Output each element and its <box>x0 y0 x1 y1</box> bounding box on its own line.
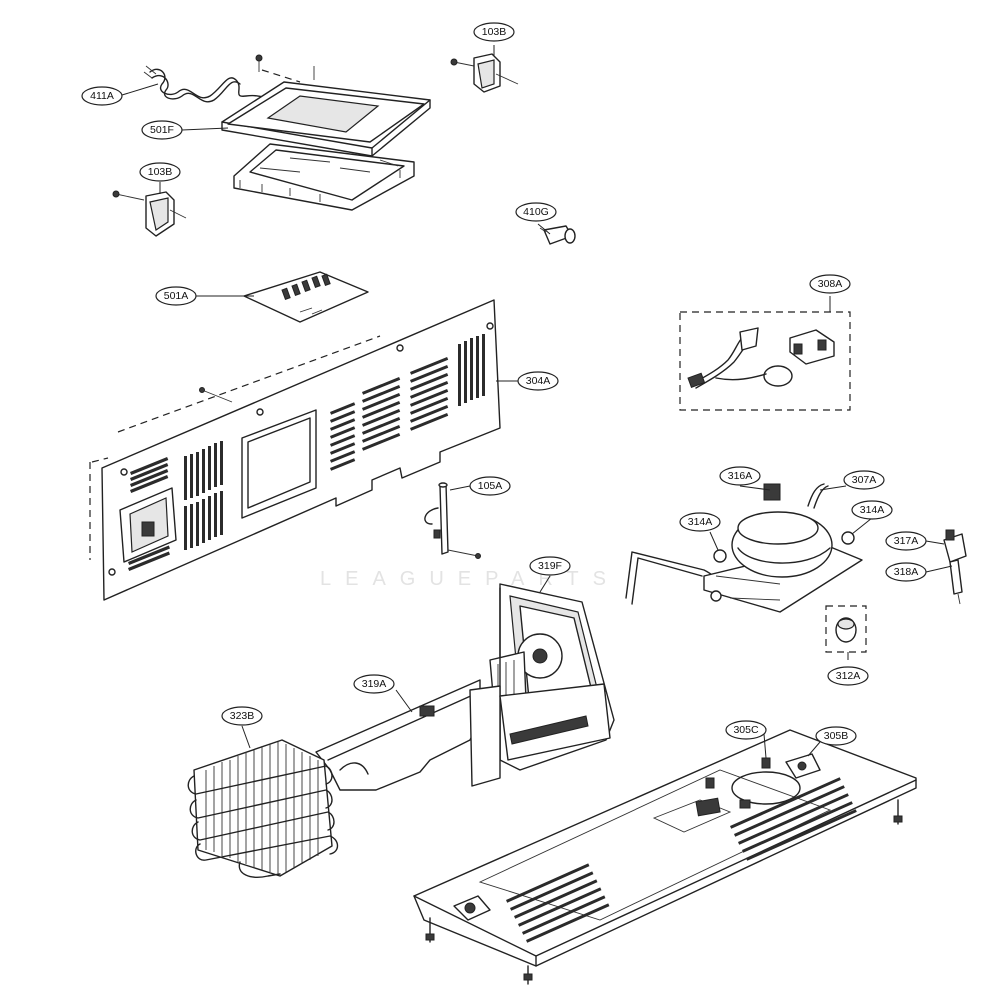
callout-label: 103B <box>148 166 173 178</box>
callout-305C: 305C <box>725 720 767 740</box>
callout-410G: 410G <box>515 202 557 222</box>
callout-323B: 323B <box>221 706 263 726</box>
callout-501A: 501A <box>155 286 197 306</box>
callout-317A: 317A <box>885 531 927 551</box>
top-cover-part <box>221 54 431 211</box>
bracket-left-part <box>112 190 187 237</box>
callout-314A-right: 314A <box>851 500 893 520</box>
callout-label: 318A <box>894 566 919 578</box>
callout-103B-top: 103B <box>473 22 515 42</box>
callout-label: 501F <box>150 124 174 136</box>
leader-lines <box>121 45 953 759</box>
callout-label: 411A <box>90 90 114 102</box>
compressor-part <box>625 483 863 613</box>
callout-label: 323B <box>230 710 255 722</box>
watermark-text: LEAGUEPARTS <box>320 568 620 590</box>
callout-307A: 307A <box>843 470 885 490</box>
panel-vents-left <box>127 441 223 571</box>
callout-501F: 501F <box>141 120 183 140</box>
callout-label: 319A <box>362 678 387 690</box>
callout-label: 103B <box>482 26 507 38</box>
callout-label: 105A <box>478 480 503 492</box>
callout-label: 307A <box>852 474 877 486</box>
callout-label: 410G <box>523 206 549 218</box>
callout-label: 305C <box>733 724 759 736</box>
callout-319F: 319F <box>529 556 571 576</box>
callout-label: 317A <box>894 535 919 547</box>
wire-harness-part <box>143 65 279 103</box>
callout-105A: 105A <box>469 476 511 496</box>
sensor-rod-part <box>424 482 481 559</box>
callout-319A: 319A <box>353 674 395 694</box>
callout-316A: 316A <box>719 466 761 486</box>
callout-label: 305B <box>824 730 849 742</box>
callout-label: 501A <box>164 290 189 302</box>
callout-308A: 308A <box>809 274 851 294</box>
control-board-part <box>243 271 369 323</box>
grommet-part <box>825 605 867 653</box>
callout-label: 308A <box>818 278 843 290</box>
callout-318A: 318A <box>885 562 927 582</box>
back-panel-part <box>89 299 501 601</box>
base-plate-part <box>413 729 917 985</box>
callout-label: 304A <box>526 375 551 387</box>
callout-314A-left: 314A <box>679 512 721 532</box>
condenser-coil-part <box>187 739 339 878</box>
callout-label: 316A <box>728 470 753 482</box>
overload-protector-part <box>943 529 967 605</box>
base-tray-part <box>315 679 611 791</box>
callout-312A: 312A <box>827 666 869 686</box>
callout-304A: 304A <box>517 371 559 391</box>
callout-411A: 411A <box>81 86 123 106</box>
bracket-top-part <box>450 53 519 93</box>
callout-label: 314A <box>860 504 885 516</box>
callout-label: 312A <box>836 670 861 682</box>
relay-assembly-part <box>679 311 851 411</box>
callout-305B: 305B <box>815 726 857 746</box>
callout-label: 314A <box>688 516 713 528</box>
callout-label: 319F <box>538 560 562 572</box>
callout-103B-left: 103B <box>139 162 181 182</box>
panel-vents-right <box>329 334 485 471</box>
small-capacitor-part <box>539 225 576 245</box>
